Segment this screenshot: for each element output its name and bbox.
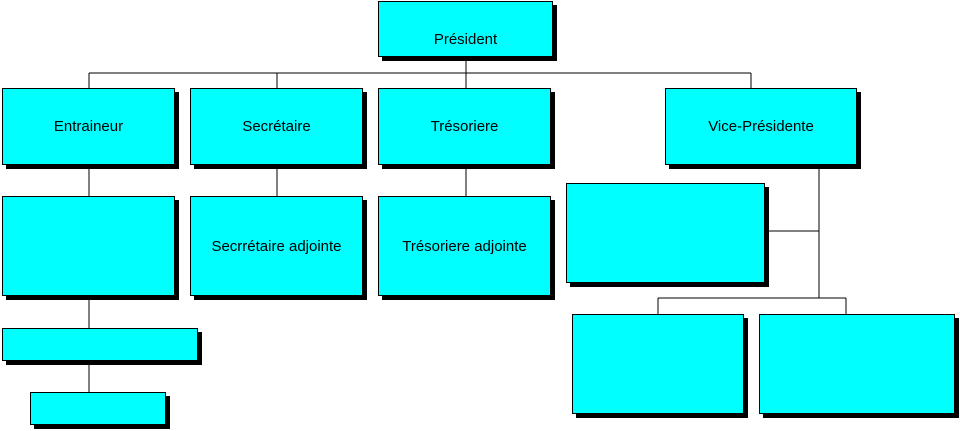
- vice-sub-box-3: [759, 314, 955, 414]
- entraineur-sub-box-1: [2, 196, 175, 296]
- entraineur-sub-box-3: [30, 392, 166, 425]
- president-box: Président: [378, 1, 553, 57]
- vice-presidente-box: Vice-Présidente: [665, 88, 857, 165]
- entraineur-sub-box-2: [2, 328, 198, 361]
- vice-sub-box-2: [572, 314, 744, 414]
- president-label: Président: [433, 31, 498, 48]
- vice-presidente-label: Vice-Présidente: [708, 118, 814, 135]
- entraineur-label: Entraineur: [53, 118, 124, 135]
- secretaire-adjointe-label: Secrrétaire adjointe: [211, 237, 342, 255]
- tresoriere-adjointe-box: Trésoriere adjointe: [378, 196, 551, 296]
- tresoriere-box: Trésoriere: [378, 88, 551, 165]
- secretaire-box: Secrétaire: [190, 88, 363, 165]
- tresoriere-label: Trésoriere: [430, 118, 499, 135]
- vice-sub-box-1: [566, 183, 765, 283]
- entraineur-box: Entraineur: [2, 88, 175, 165]
- tresoriere-adjointe-label: Trésoriere adjointe: [402, 237, 527, 255]
- secretaire-label: Secrétaire: [242, 118, 311, 135]
- secretaire-adjointe-box: Secrrétaire adjointe: [190, 196, 363, 296]
